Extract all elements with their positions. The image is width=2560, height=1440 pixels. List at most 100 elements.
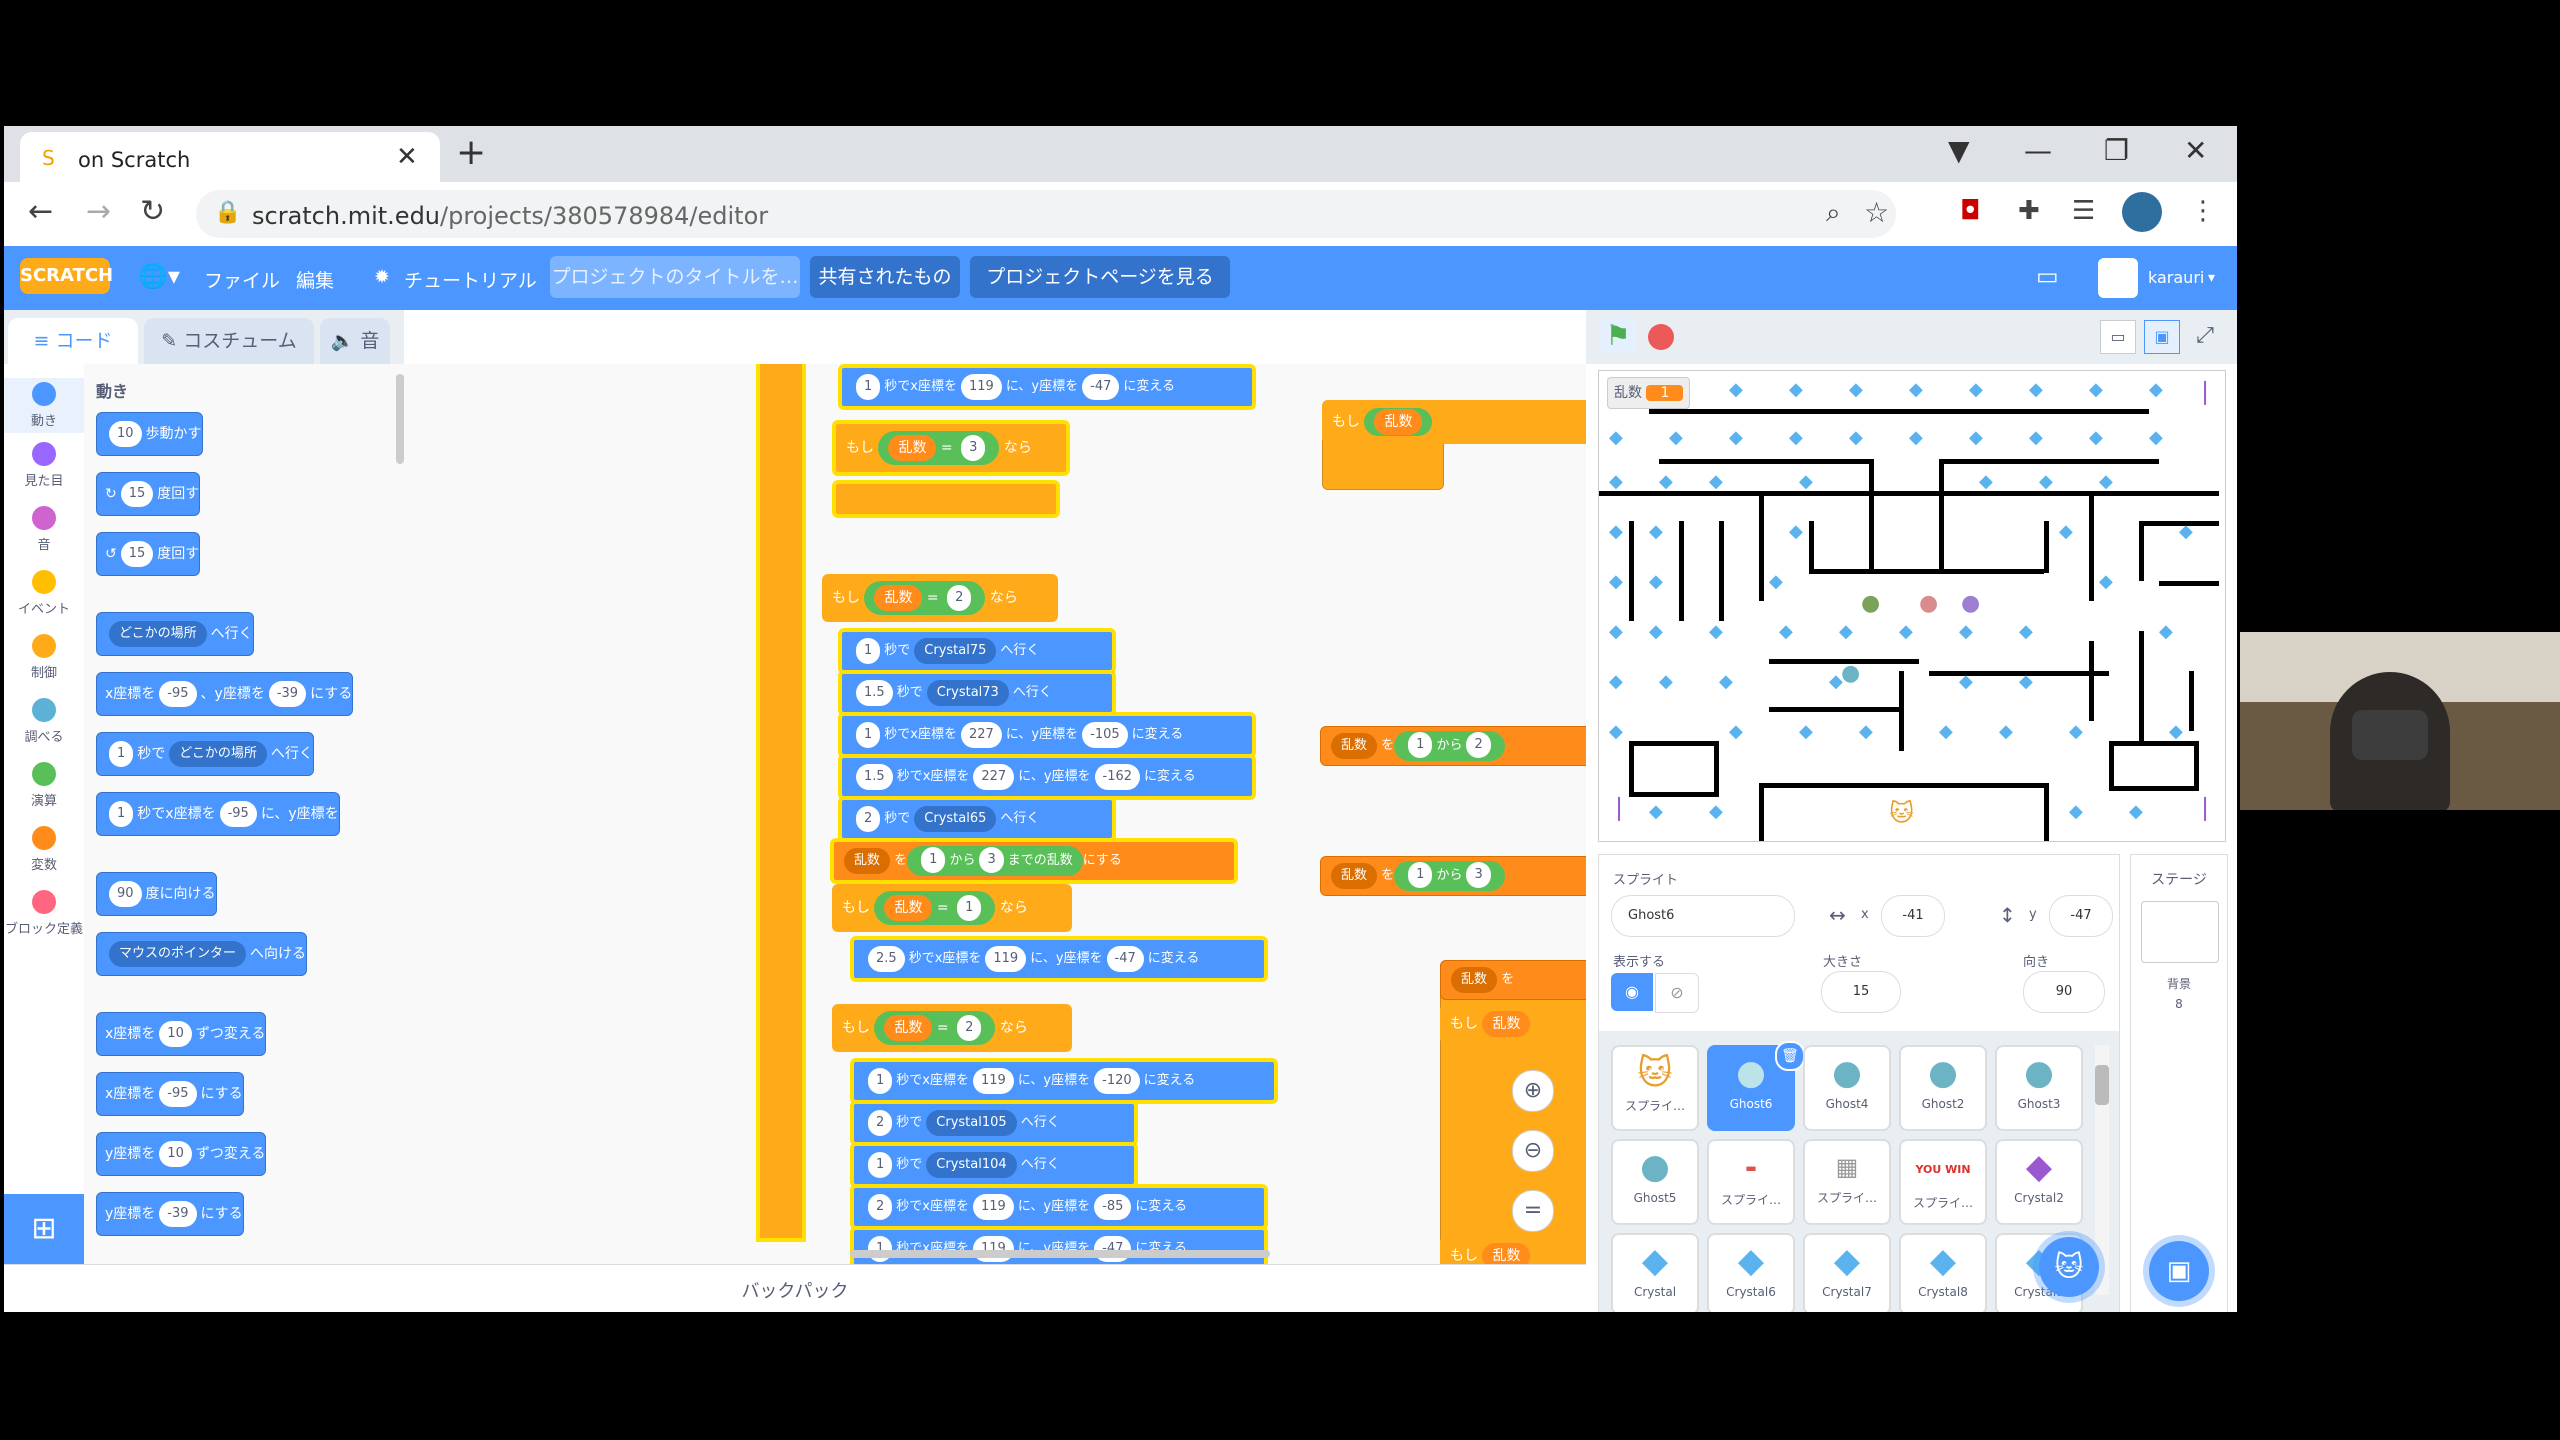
backpack-bar[interactable]: バックパック [4, 1264, 1586, 1312]
variable-dropdown[interactable]: 乱数 [1451, 967, 1498, 993]
restore-icon[interactable]: ❐ [2104, 134, 2130, 167]
workspace-scrollbar[interactable] [850, 1250, 1270, 1258]
block-input[interactable]: -47 [1082, 373, 1120, 400]
sprite-thumb[interactable]: 🐱スプライ… [1611, 1045, 1699, 1131]
block-goto[interactable]: どこかの場所へ行く [96, 612, 254, 656]
sprite-thumb[interactable]: ◆Crystal7 [1803, 1233, 1891, 1312]
category-operators[interactable]: 演算 [4, 762, 84, 809]
block-input[interactable]: -105 [1082, 721, 1128, 748]
block-input[interactable]: 15 [120, 481, 154, 507]
block-input[interactable]: 1 [957, 895, 982, 921]
tutorial-icon[interactable]: ✹ [374, 266, 390, 288]
user-name[interactable]: karauri [2148, 268, 2205, 287]
tab-code[interactable]: ≡ コード [8, 318, 138, 364]
block-input[interactable]: 2.5 [868, 945, 905, 972]
block-if[interactable]: もし 乱数 [1322, 400, 1586, 444]
variable-dropdown[interactable]: 乱数 [844, 848, 891, 874]
url-box[interactable]: 🔒 scratch.mit.edu/projects/380578984/edi… [196, 190, 1896, 238]
equals-operator[interactable]: 乱数 = 3 [878, 431, 1000, 465]
stage-thumbnail[interactable] [2141, 901, 2219, 963]
block-input[interactable]: 119 [972, 1067, 1014, 1094]
equals-operator[interactable]: 乱数 = 2 [864, 581, 986, 615]
sprite-thumb[interactable]: ◆Crystal [1611, 1233, 1699, 1312]
variable-reporter[interactable]: 乱数 [884, 1015, 933, 1041]
block-input[interactable]: -85 [1094, 1193, 1132, 1220]
block-input[interactable]: -39 [268, 681, 307, 707]
variable-reporter[interactable]: 乱数 [888, 435, 937, 461]
variable-reporter[interactable]: 乱数 [1482, 1011, 1531, 1037]
block-if[interactable]: もし 乱数 = 1 なら [832, 884, 1072, 932]
delete-sprite-icon[interactable]: 🗑 [1775, 1041, 1805, 1071]
scroll-thumb[interactable] [2095, 1065, 2109, 1105]
tab-costume[interactable]: ✎ コスチューム [144, 318, 314, 364]
block-dropdown[interactable]: Crystal104 [926, 1151, 1017, 1178]
block-input[interactable]: 3 [1466, 862, 1491, 888]
block-input[interactable]: 2 [868, 1109, 893, 1136]
block-input[interactable]: 15 [120, 541, 154, 567]
equals-operator[interactable]: 乱数 = 1 [874, 891, 996, 925]
add-backdrop-icon[interactable]: ▣ [2149, 1241, 2209, 1301]
fullscreen-icon[interactable]: ⤢ [2196, 323, 2214, 348]
cat-sprite[interactable]: 🐱 [1889, 799, 1915, 827]
block-input[interactable]: 1 [868, 1151, 893, 1178]
menu-edit[interactable]: 編集 [296, 270, 335, 292]
variable-reporter[interactable]: 乱数 [1482, 1243, 1531, 1264]
block-dropdown[interactable]: どこかの場所 [109, 621, 207, 647]
browser-tab[interactable]: S on Scratch ✕ [20, 132, 440, 182]
block-input[interactable]: 1.5 [856, 763, 893, 790]
block-if[interactable]: もし 乱数 = 2 なら [832, 1004, 1072, 1052]
block-dropdown[interactable]: Crystal105 [926, 1109, 1017, 1136]
x-input[interactable]: -41 [1881, 895, 1945, 937]
add-sprite-icon[interactable]: 🐱 [2039, 1237, 2099, 1297]
hide-eye-icon[interactable]: ⊘ [1655, 973, 1699, 1013]
stage-pane[interactable]: ステージ 背景 8 ▣ [2130, 854, 2228, 1312]
profile-avatar[interactable] [2122, 192, 2162, 232]
category-sound[interactable]: 音 [4, 506, 84, 553]
add-extension-button[interactable]: ⊞ [4, 1194, 84, 1264]
block-input[interactable]: 3 [979, 847, 1004, 873]
forward-icon[interactable]: → [86, 194, 112, 229]
sprite-thumb[interactable]: ●Ghost3 [1995, 1045, 2083, 1131]
sprite-thumb-selected[interactable]: ●Ghost6🗑 [1707, 1041, 1805, 1131]
block-input[interactable]: -95 [219, 801, 257, 827]
category-control[interactable]: 制御 [4, 634, 84, 681]
zoom-icon[interactable]: ⌕ [1826, 198, 1841, 228]
block-point-towards[interactable]: マウスのポインターへ向ける [96, 932, 308, 976]
block-if[interactable]: もし 乱数 [1440, 1236, 1586, 1264]
globe-icon[interactable]: 🌐▾ [138, 262, 180, 290]
category-motion[interactable]: 動き [4, 378, 84, 433]
new-tab-icon[interactable]: + [456, 132, 487, 173]
green-flag-icon[interactable]: ⚑ [1600, 318, 1636, 354]
block-dropdown[interactable]: どこかの場所 [169, 741, 267, 767]
sprite-thumb[interactable]: ▦スプライ… [1803, 1139, 1891, 1225]
category-looks[interactable]: 見た目 [4, 442, 84, 489]
extensions-puzzle-icon[interactable]: ✚ [2018, 196, 2040, 226]
block-input[interactable]: 2 [957, 1015, 982, 1041]
block-input[interactable]: 119 [960, 373, 1002, 400]
block-input[interactable]: 10 [159, 1141, 192, 1167]
direction-input[interactable]: 90 [2023, 971, 2105, 1013]
block-input[interactable]: 1 [868, 1067, 893, 1094]
menu-file[interactable]: ファイル [204, 270, 281, 292]
block-input[interactable]: 1 [109, 741, 134, 767]
block-if[interactable]: もし 乱数 = 3 なら [832, 420, 1070, 476]
equals-operator[interactable]: 乱数 = 2 [874, 1011, 996, 1045]
block-input[interactable]: 227 [960, 721, 1002, 748]
sprite-name-input[interactable]: Ghost6 [1611, 895, 1795, 937]
sprite-thumb[interactable]: ●Ghost4 [1803, 1045, 1891, 1131]
sprite-thumb[interactable]: ●Ghost2 [1899, 1045, 1987, 1131]
